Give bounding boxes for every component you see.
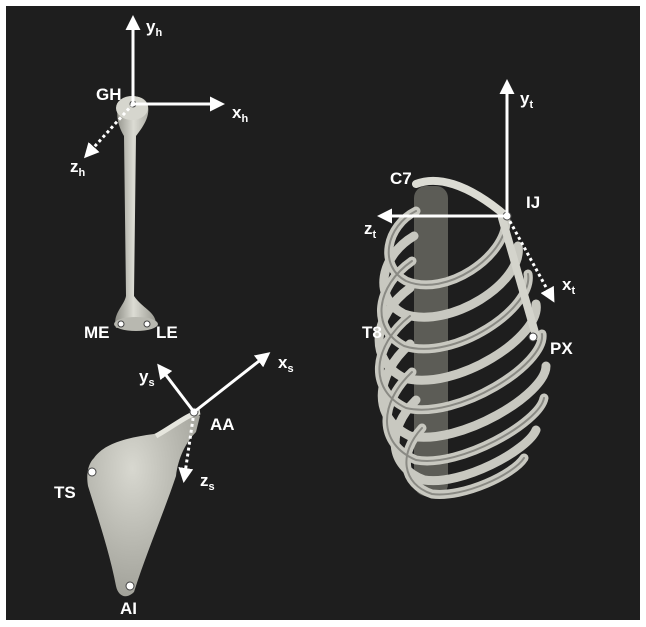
landmark-gh: GH [96,86,122,103]
humerus-z-axis-label: zh [70,158,85,179]
landmark-le: LE [156,324,178,341]
landmark-c7: C7 [390,170,412,187]
landmark-aa: AA [210,416,235,433]
humerus-bone [114,96,158,331]
landmark-t8: T8 [362,324,382,341]
scapula-x-axis-label: xs [278,354,294,375]
thorax-ribcage [379,181,546,496]
landmark-ij: IJ [526,194,540,211]
scapula-bone [87,412,200,596]
scapula-z-axis-label: zs [200,472,215,493]
thorax-x-axis-label: xt [562,276,575,297]
landmark-ts: TS [54,484,76,501]
landmark-px: PX [550,340,573,357]
landmark-me: ME [84,324,110,341]
thorax-y-axis-label: yt [520,90,533,111]
humerus-x-axis-label: xh [232,104,248,125]
figure-canvas: yh xh zh GH ME LE ys xs zs AA TS AI yt z… [6,6,640,620]
thorax-z-axis-label: zt [364,220,376,241]
humerus-y-axis-label: yh [146,18,162,39]
landmark-ai: AI [120,600,137,617]
scapula-y-axis-label: ys [139,368,155,389]
